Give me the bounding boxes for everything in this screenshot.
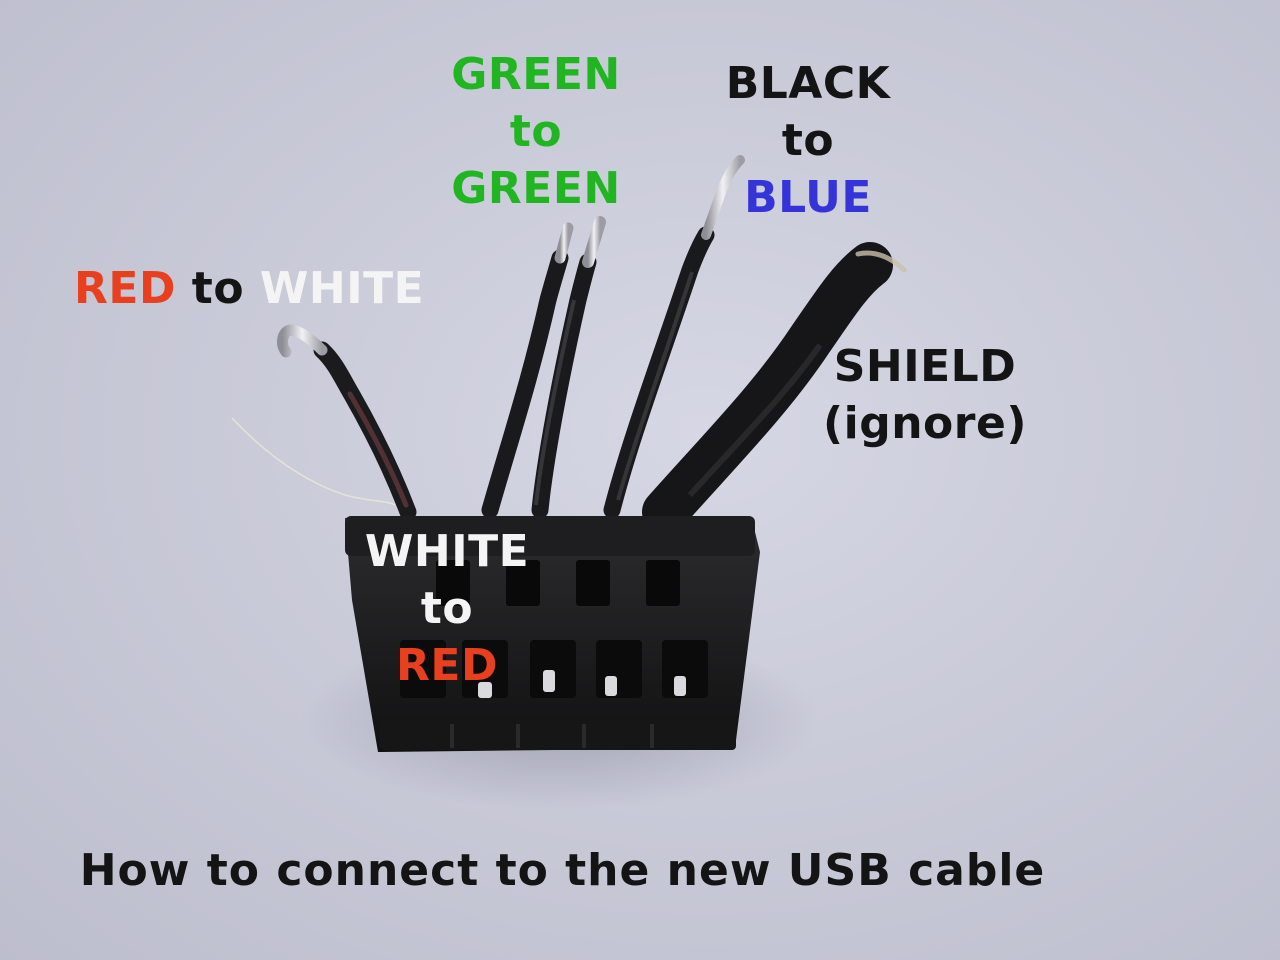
red-wire-tip <box>277 324 328 358</box>
green-wire-b-tip <box>582 216 606 268</box>
label-green-to-green: GREEN to GREEN <box>446 46 626 217</box>
label-red-part1: RED <box>74 263 176 314</box>
label-green-line1: GREEN <box>451 49 621 100</box>
label-red-part2: to <box>191 263 245 314</box>
label-black-to-blue: BLACK to BLUE <box>718 55 898 226</box>
label-shield-line1: SHIELD <box>833 341 1017 392</box>
label-shield: SHIELD (ignore) <box>822 338 1028 452</box>
shield-wire-frayed-end <box>855 250 907 273</box>
label-green-line2: to <box>509 106 563 157</box>
label-black-line1: BLACK <box>725 58 891 109</box>
label-black-line3: BLUE <box>744 172 872 223</box>
shield-wire <box>642 242 893 535</box>
green-wire-a-tip <box>554 222 574 264</box>
label-white-line1: WHITE <box>364 526 530 577</box>
label-shield-line2: (ignore) <box>823 398 1027 449</box>
stray-fiber <box>231 417 396 506</box>
green-wire-b <box>531 253 597 519</box>
label-red-part3: WHITE <box>259 263 425 314</box>
caption: How to connect to the new USB cable <box>79 845 1046 896</box>
connector-block <box>345 516 760 752</box>
red-wire <box>313 341 417 521</box>
green-wire-a <box>481 249 569 519</box>
label-white-line3: RED <box>396 640 498 691</box>
label-white-line2: to <box>420 583 474 634</box>
black-wire <box>603 226 715 519</box>
label-green-line3: GREEN <box>451 163 621 214</box>
black-wire-tip <box>701 155 745 240</box>
label-white-to-red: WHITE to RED <box>352 523 542 694</box>
label-red-to-white: RED to WHITE <box>74 260 424 317</box>
label-black-line2: to <box>781 115 835 166</box>
